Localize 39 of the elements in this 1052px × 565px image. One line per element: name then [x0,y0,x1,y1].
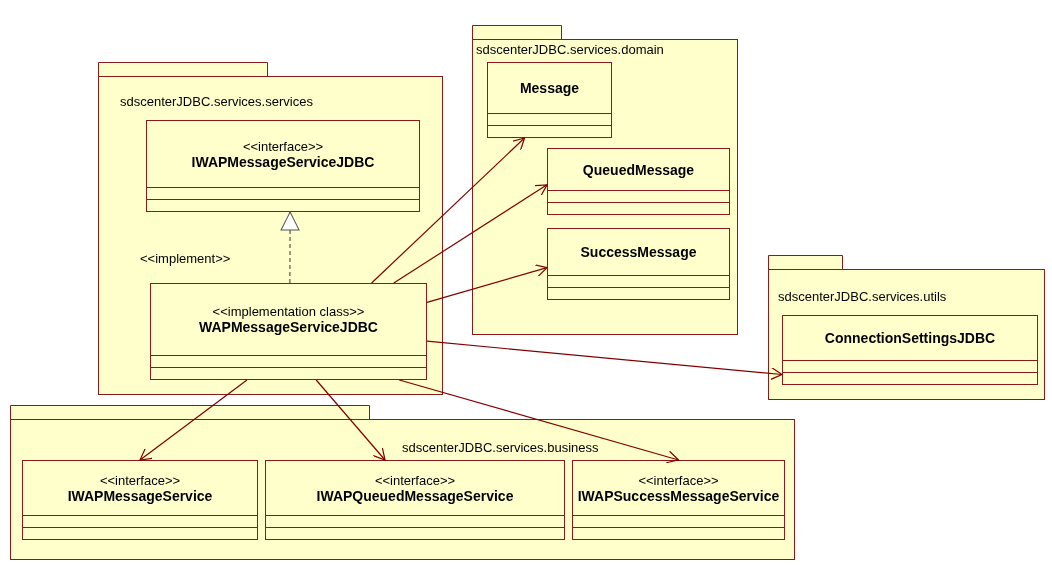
stereotype-text: <<interface>> [638,472,719,488]
dependency-arrow [315,379,386,461]
class-box [22,460,258,540]
class-name: Message [519,80,580,96]
class-box [146,120,420,212]
dependency-arrow [398,379,680,464]
package-frame [98,62,443,395]
class-name: IWAPSuccessMessageService [577,487,780,504]
stereotype-text: <<interface>> [99,472,181,488]
dependency-arrow [426,264,548,303]
package-name: sdscenterJDBC.services.services [120,94,313,109]
class-box [547,148,730,215]
stereotype-text: <<interface>> [242,138,324,154]
edge-label: <<implement>> [140,251,231,266]
realization-arrow [280,211,300,284]
class-box [265,460,565,540]
package-name: sdscenterJDBC.services.utils [778,289,947,304]
dependency-arrow [426,340,783,381]
class-box [547,228,730,300]
stereotype-text: <<implementation class>> [212,304,365,319]
class-name: QueuedMessage [582,161,695,178]
class-name: IWAPQueuedMessageService [316,487,514,504]
class-name: WAPMessageServiceJDBC [199,319,378,335]
package-frame [10,405,795,560]
class-name: IWAPMessageServiceJDBC [191,153,375,170]
class-box [487,62,612,138]
package-name: sdscenterJDBC.services.business [402,440,599,455]
class-name: IWAPMessageService [67,487,213,504]
class-box [150,283,427,380]
class-name: ConnectionSettingsJDBC [824,330,996,346]
dependency-arrow [371,137,526,284]
dependency-arrow [393,184,548,284]
class-box [572,460,785,540]
package-frame [472,25,738,335]
package-frame [768,255,1045,400]
class-name: SuccessMessage [580,244,697,260]
package-name: sdscenterJDBC.services.domain [476,42,664,57]
class-box [782,315,1038,385]
stereotype-text: <<interface>> [374,472,456,488]
